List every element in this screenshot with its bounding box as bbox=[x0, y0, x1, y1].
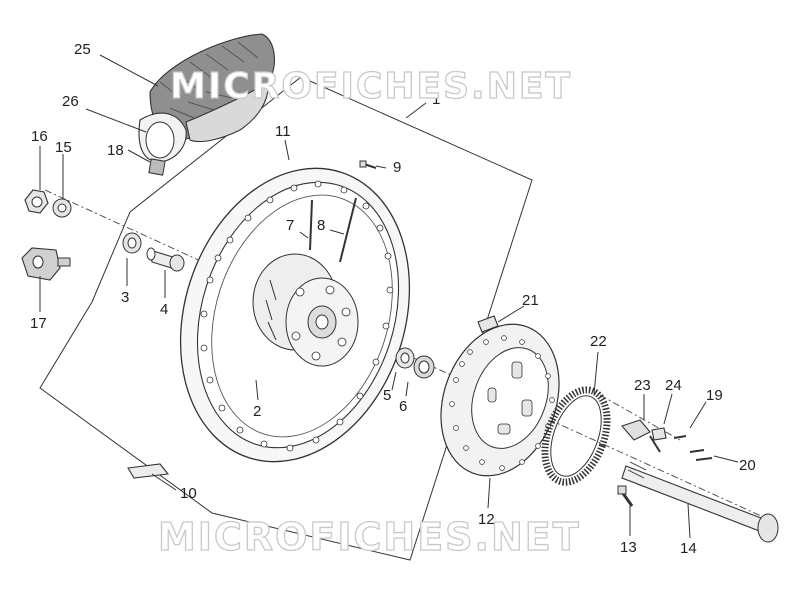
disc-bolt bbox=[617, 485, 634, 507]
valve-screw bbox=[359, 160, 377, 169]
callout-20: 20 bbox=[739, 457, 756, 474]
callout-12: 12 bbox=[478, 511, 495, 528]
callout-9: 9 bbox=[393, 159, 401, 176]
callout-17: 17 bbox=[30, 315, 47, 332]
valve bbox=[148, 158, 166, 176]
speedo-drive-unit bbox=[21, 247, 71, 281]
abs-sensor-line bbox=[599, 394, 681, 441]
callout-22: 22 bbox=[590, 333, 607, 350]
callout-4: 4 bbox=[160, 301, 168, 318]
leader-lines bbox=[39, 54, 739, 539]
washer bbox=[52, 198, 72, 218]
watermark-bottom: MICROFICHES.NET bbox=[157, 514, 581, 559]
callout-1: 1 bbox=[432, 91, 440, 108]
callout-26: 26 bbox=[62, 93, 79, 110]
callout-10: 10 bbox=[180, 485, 197, 502]
callout-2: 2 bbox=[253, 403, 261, 420]
sensor-screws bbox=[673, 435, 713, 461]
balance-weight bbox=[127, 463, 170, 479]
spoke-8 bbox=[339, 197, 357, 263]
spoke-7 bbox=[309, 199, 313, 251]
abs-tone-ring bbox=[541, 386, 611, 486]
callouts: 1 2 3 4 5 6 7 8 9 10 11 12 13 14 15 16 1… bbox=[30, 41, 756, 557]
callout-7: 7 bbox=[286, 217, 294, 234]
spacer-tube bbox=[146, 247, 185, 272]
callout-23: 23 bbox=[634, 377, 651, 394]
sensor-bracket bbox=[651, 427, 667, 441]
callout-5: 5 bbox=[383, 387, 391, 404]
oil-seal bbox=[413, 355, 435, 379]
front-axle bbox=[621, 461, 779, 543]
bearing-right bbox=[395, 347, 415, 369]
callout-18: 18 bbox=[107, 142, 124, 159]
disc-clip bbox=[477, 315, 499, 333]
callout-21: 21 bbox=[522, 292, 539, 309]
callout-14: 14 bbox=[680, 540, 697, 557]
axle-nut bbox=[24, 189, 49, 214]
bearing-left bbox=[122, 232, 142, 254]
watermark-top: MICROFICHES.NET bbox=[169, 65, 572, 107]
brake-disc bbox=[440, 323, 560, 477]
callout-3: 3 bbox=[121, 289, 129, 306]
callout-13: 13 bbox=[620, 539, 637, 556]
callout-19: 19 bbox=[706, 387, 723, 404]
abs-sensor bbox=[621, 419, 661, 453]
inner-tube bbox=[138, 112, 187, 163]
callout-8: 8 bbox=[317, 217, 325, 234]
callout-25: 25 bbox=[74, 41, 91, 58]
callout-16: 16 bbox=[31, 128, 48, 145]
wheel-hub bbox=[252, 253, 359, 367]
callout-6: 6 bbox=[399, 398, 407, 415]
callout-24: 24 bbox=[665, 377, 682, 394]
callout-15: 15 bbox=[55, 139, 72, 156]
callout-11: 11 bbox=[275, 123, 291, 140]
